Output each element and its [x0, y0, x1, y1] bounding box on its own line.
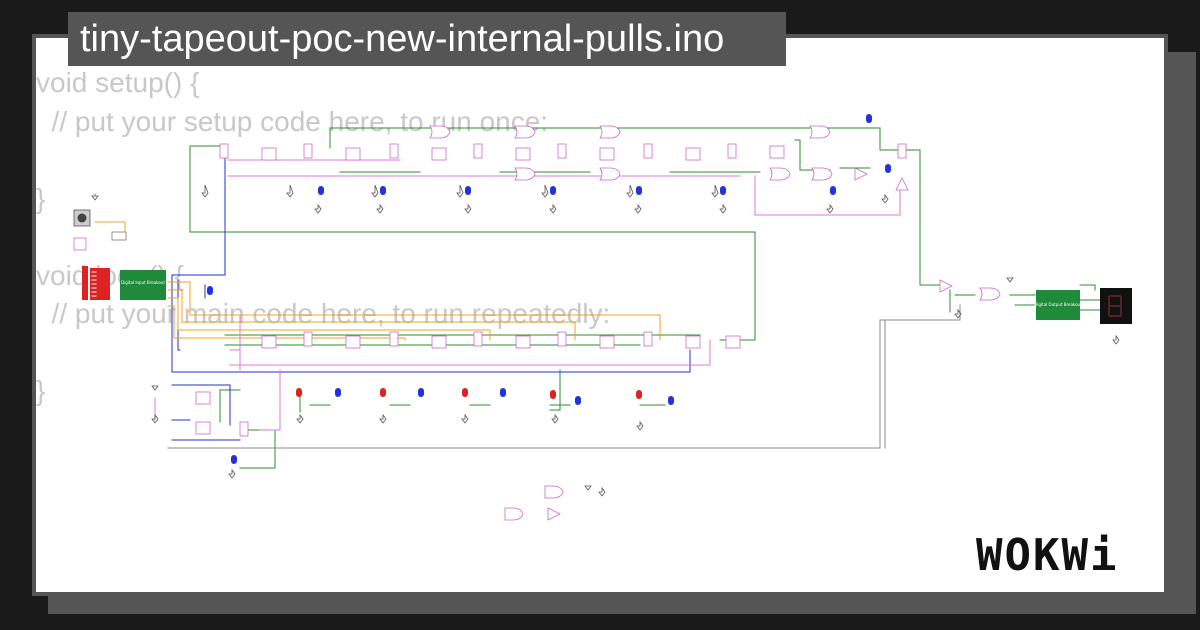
- seven-segment-display: [1100, 288, 1132, 324]
- code-line: }: [36, 182, 46, 214]
- blue-wires: [169, 145, 691, 441]
- code-line: // put your setup code here, to run once…: [36, 105, 549, 137]
- page-title: tiny-tapeout-poc-new-internal-pulls.ino: [68, 12, 787, 66]
- green-wires: [189, 127, 1101, 469]
- output-breakout-label: Digital Output Breakout: [1034, 302, 1082, 307]
- orange-wires: [94, 221, 661, 341]
- code-line: }: [36, 375, 46, 406]
- pushbutton[interactable]: [73, 209, 127, 251]
- gray-wires: [167, 304, 961, 449]
- digital-output-breakout: Digital Output Breakout: [1034, 290, 1082, 320]
- input-breakout-label: Digital Input Breakout: [121, 280, 165, 285]
- led-red: [296, 388, 642, 399]
- code-editor[interactable]: void setup() { // put your setup code he…: [36, 64, 610, 411]
- digital-input-breakout: Digital Input Breakout: [120, 270, 166, 300]
- dip-switch[interactable]: [82, 266, 110, 300]
- ground-symbols: [91, 184, 1120, 497]
- wokwi-logo: WOKWi: [976, 530, 1119, 581]
- pink-wires: [154, 159, 901, 431]
- led-blue: [207, 114, 891, 464]
- code-line: // put your main code here, to run repea…: [36, 298, 611, 329]
- code-line: void setup() {: [36, 67, 200, 98]
- logic-gates: [195, 125, 1001, 521]
